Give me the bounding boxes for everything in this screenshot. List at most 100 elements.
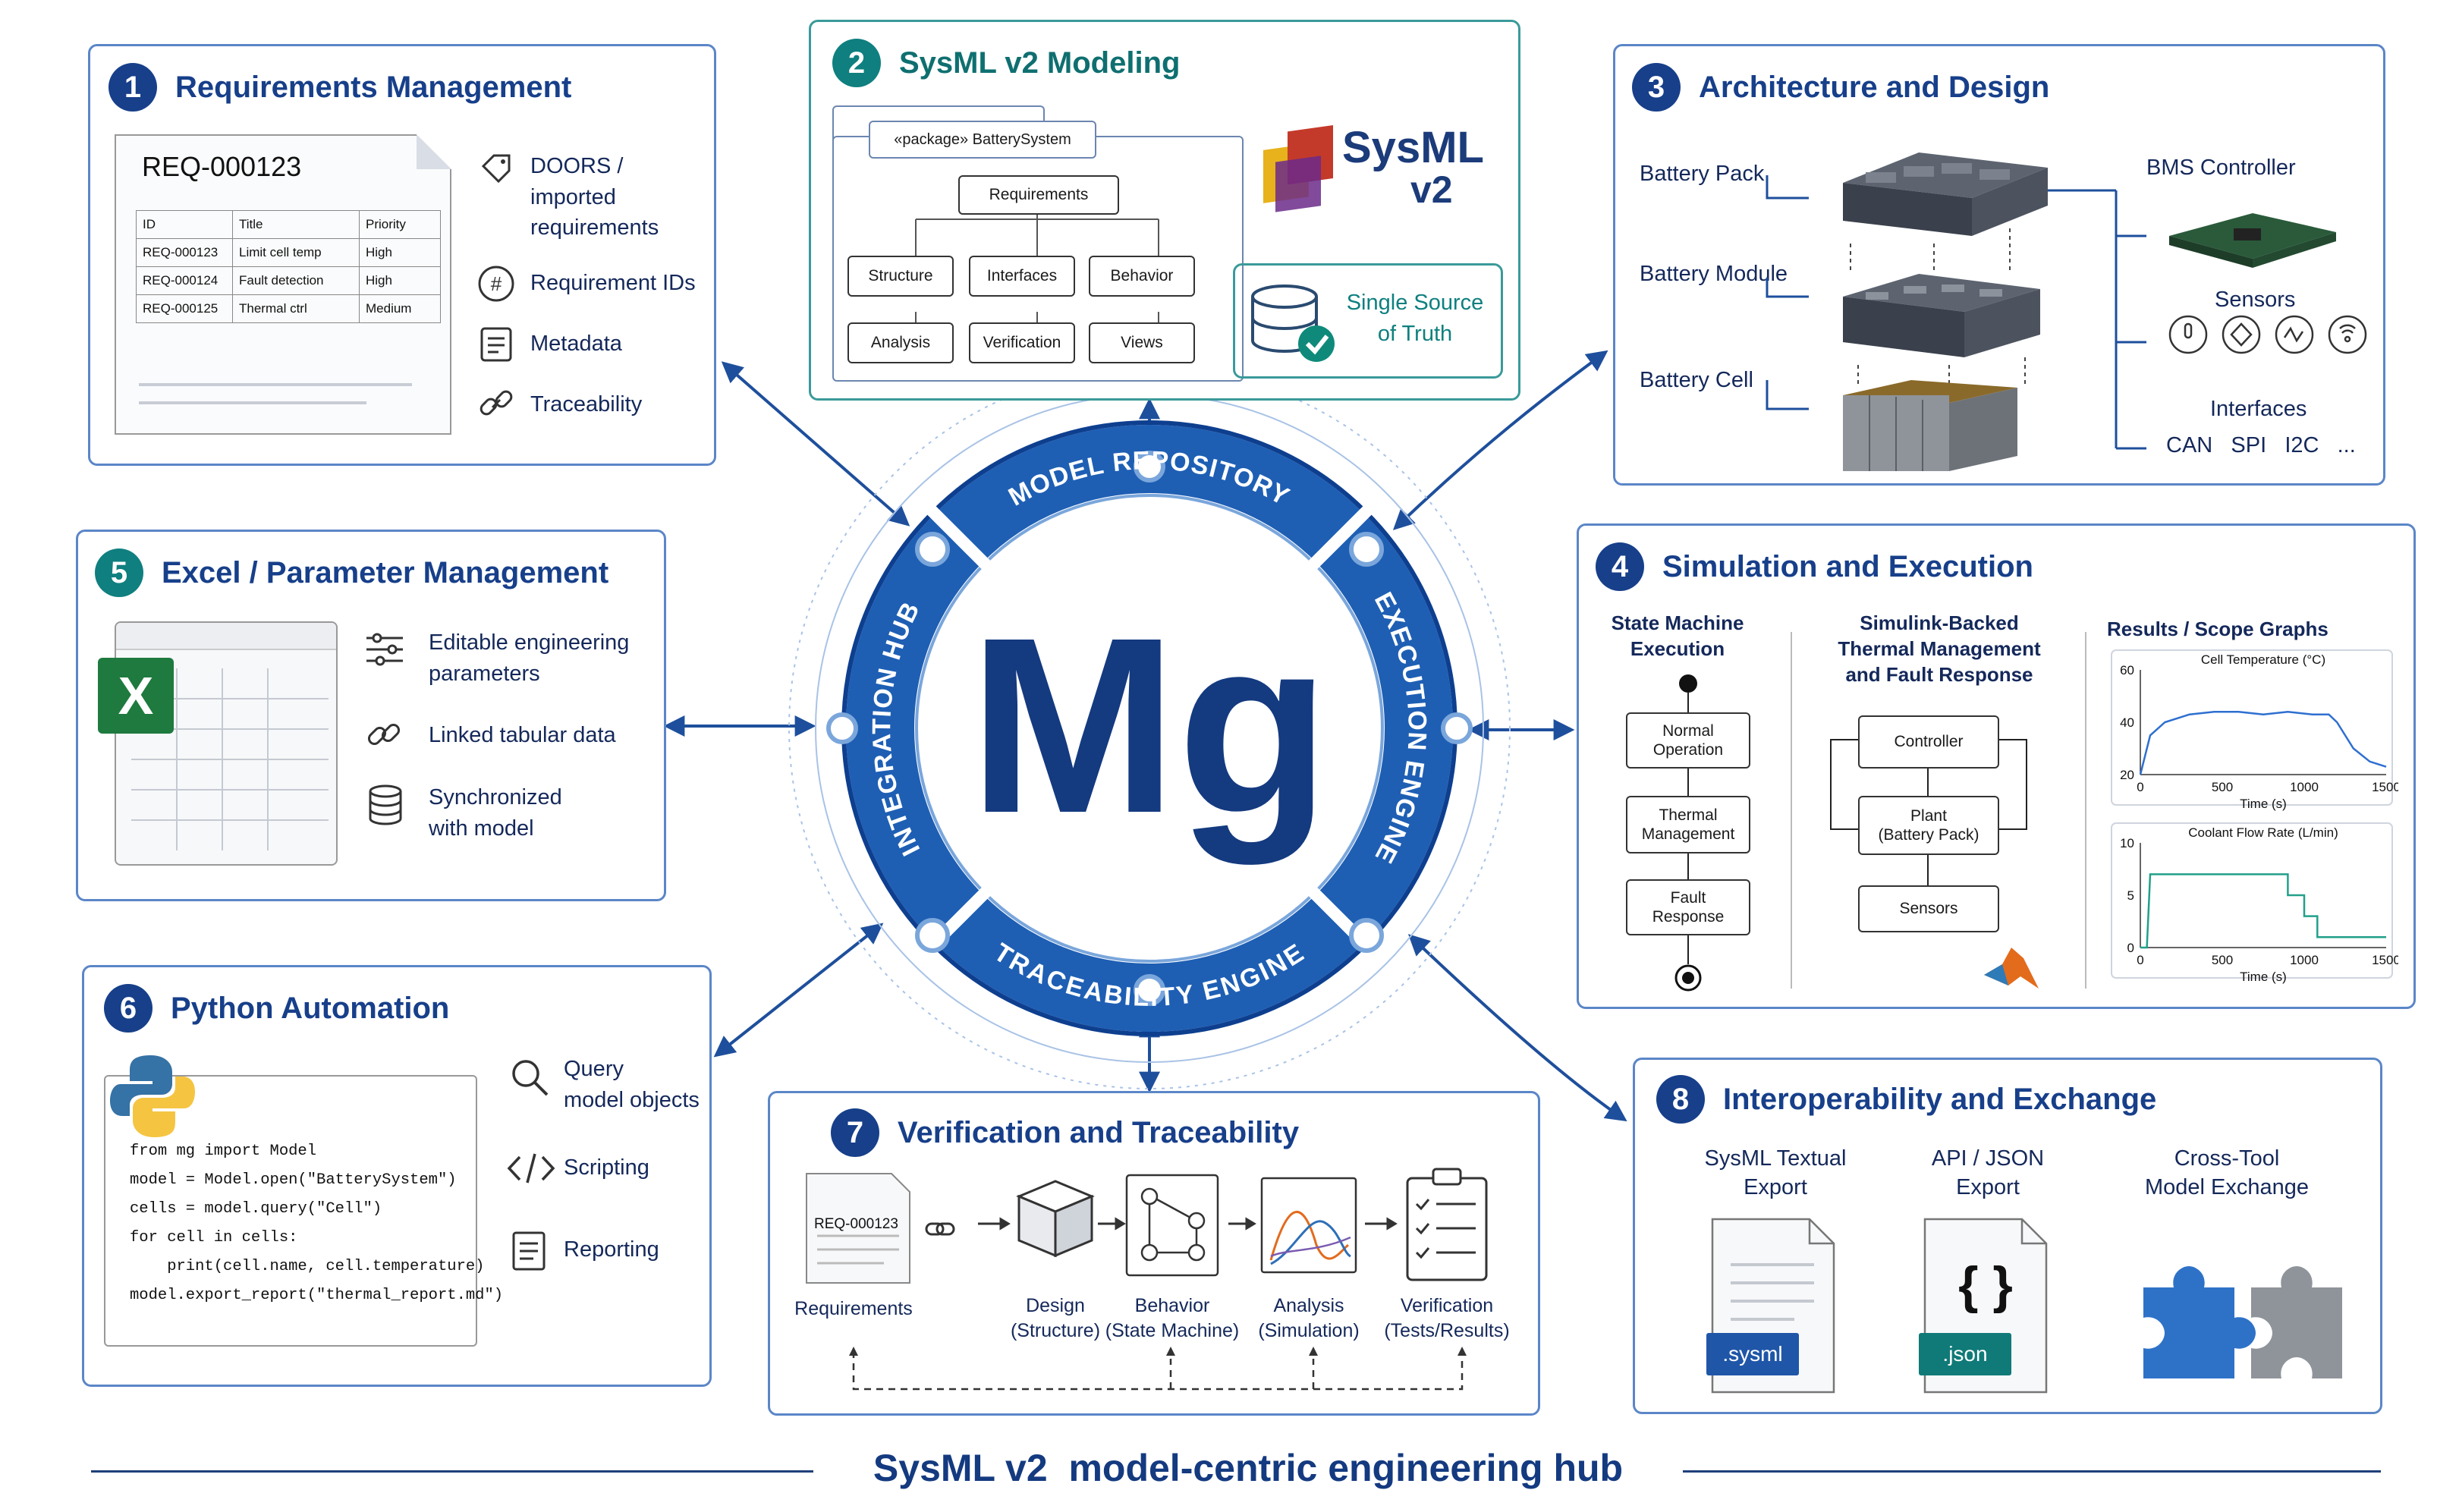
code-line: cells = model.query("Cell") xyxy=(130,1200,382,1218)
step-design: Design(Structure) xyxy=(1010,1295,1101,1341)
panel-number: 1 xyxy=(108,63,157,112)
block-plant: Plant(Battery Pack) xyxy=(1858,796,1999,855)
sysml-logo-version: v2 xyxy=(1410,168,1453,211)
chart-title: Cell Temperature (°C) xyxy=(2201,652,2325,667)
footer-rule-right xyxy=(1683,1470,2381,1473)
code-line: model.export_report("thermal_report.md") xyxy=(130,1287,504,1304)
tag-icon xyxy=(481,154,511,184)
y-tick-label: 40 xyxy=(2120,715,2134,730)
block-controller: Controller xyxy=(1858,715,1999,769)
label-sensors: Sensors xyxy=(2215,288,2296,312)
step-verification: Verification(Tests/Results) xyxy=(1384,1295,1510,1341)
label-battery-module: Battery Module xyxy=(1640,262,1788,286)
x-tick-label: 0 xyxy=(2137,780,2143,794)
step-requirements: Requirements xyxy=(794,1298,913,1319)
analysis-chart-icon xyxy=(1260,1177,1357,1274)
x-tick-label: 1000 xyxy=(2290,780,2319,794)
python-logo-icon xyxy=(110,1055,195,1137)
panel-number: 8 xyxy=(1656,1075,1705,1124)
panel-interoperability: 8 Interoperability and Exchange SysML Te… xyxy=(1633,1058,2382,1414)
label-buses: CAN SPI I2C ... xyxy=(2166,433,2356,457)
step-behavior: Behavior(State Machine) xyxy=(1105,1295,1240,1341)
panel-title: Verification and Traceability xyxy=(898,1115,1300,1149)
checklist-icon xyxy=(1406,1168,1488,1281)
panel-title: Requirements Management xyxy=(175,70,572,104)
x-tick-label: 0 xyxy=(2137,953,2143,967)
hub-ring: MODEL REPOSITORY EXECUTION ENGINE TRACEA… xyxy=(788,367,1511,1089)
node-interfaces: Interfaces xyxy=(969,256,1075,297)
block-sensors: Sensors xyxy=(1858,885,1999,932)
link-icon xyxy=(925,1222,955,1236)
sysml-logo-text: SysML xyxy=(1342,123,1484,172)
node-views: Views xyxy=(1089,322,1195,363)
panel-title: Python Automation xyxy=(171,991,450,1025)
single-source-card xyxy=(1233,263,1503,379)
code-icon xyxy=(507,1153,555,1184)
y-tick-label: 60 xyxy=(2120,663,2134,677)
chart-title: Coolant Flow Rate (L/min) xyxy=(2188,825,2338,840)
chart-frame xyxy=(2111,822,2393,979)
panel-number: 6 xyxy=(104,984,153,1033)
battery-stack-illustration xyxy=(1766,152,2367,471)
panel-title: Excel / Parameter Management xyxy=(162,555,609,589)
x-axis-label: Time (s) xyxy=(2240,797,2287,811)
results-title: Results / Scope Graphs xyxy=(2107,618,2329,640)
report-icon xyxy=(512,1231,546,1271)
feature-scripting: Scripting xyxy=(564,1155,649,1180)
node-structure: Structure xyxy=(847,256,954,297)
label-bms-controller: BMS Controller xyxy=(2146,156,2296,180)
label-interfaces: Interfaces xyxy=(2210,397,2307,421)
feature-ids: Requirement IDs xyxy=(530,271,696,295)
table-row: REQ-000124 Fault detection High xyxy=(136,266,441,295)
behavior-graph-icon xyxy=(1125,1174,1219,1277)
metadata-icon xyxy=(480,327,512,362)
feature-reporting: Reporting xyxy=(564,1237,659,1262)
arrow-p8 xyxy=(1407,934,1627,1122)
y-tick-label: 0 xyxy=(2127,941,2134,955)
panel-verification: 7 Verification and Traceability REQ-0001… xyxy=(768,1091,1540,1416)
node-analysis: Analysis xyxy=(847,322,954,363)
footer-rule-left xyxy=(91,1470,813,1473)
label-battery-cell: Battery Cell xyxy=(1640,368,1753,392)
doc-id: REQ-000123 xyxy=(142,151,302,182)
panel-title: SysML v2 Modeling xyxy=(899,46,1181,80)
x-tick-label: 1500 xyxy=(2372,780,2398,794)
code-line: from mg import Model xyxy=(130,1143,317,1160)
x-tick-label: 1500 xyxy=(2372,953,2398,967)
series-line xyxy=(2140,873,2386,949)
feature-metadata: Metadata xyxy=(530,332,622,356)
y-tick-label: 5 xyxy=(2127,888,2134,903)
node-requirements: Requirements xyxy=(958,175,1119,215)
y-tick-label: 20 xyxy=(2120,768,2134,782)
panel-title: Simulation and Execution xyxy=(1662,549,2033,583)
arrow-p1 xyxy=(721,361,910,527)
label-battery-pack: Battery Pack xyxy=(1640,162,1765,186)
spreadsheet-illustration xyxy=(115,621,338,866)
link-icon xyxy=(480,390,513,416)
node-behavior: Behavior xyxy=(1089,256,1195,297)
badge-json: .json xyxy=(1919,1333,2011,1375)
panel-excel: 5 Excel / Parameter Management X Editabl… xyxy=(76,530,666,901)
panel-number: 7 xyxy=(831,1108,879,1157)
footer-title: SysML v2 model-centric engineering hub xyxy=(873,1447,1624,1489)
x-tick-label: 1000 xyxy=(2290,953,2319,967)
y-tick-label: 10 xyxy=(2120,836,2134,850)
arrow-p6 xyxy=(713,923,884,1058)
panel-number: 3 xyxy=(1632,63,1681,112)
